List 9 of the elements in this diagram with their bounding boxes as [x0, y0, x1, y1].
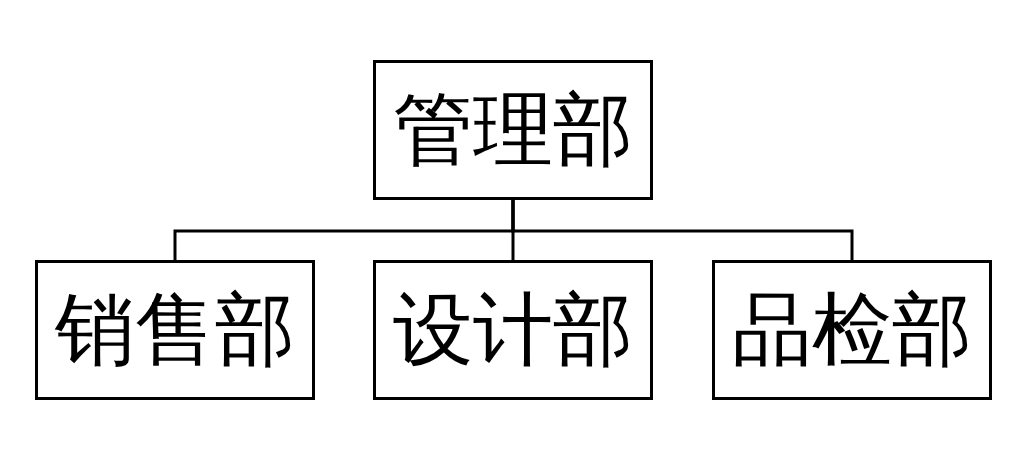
department-box: [373, 60, 653, 200]
department-box: [35, 260, 315, 400]
department-name: 管理部: [393, 90, 633, 170]
department-box: [712, 260, 992, 400]
department-name: 品检部: [732, 290, 972, 370]
connector-line: [511, 200, 854, 260]
department-name: 设计部: [393, 290, 633, 370]
department-box: [373, 260, 653, 400]
department-name: 销售部: [55, 290, 295, 370]
